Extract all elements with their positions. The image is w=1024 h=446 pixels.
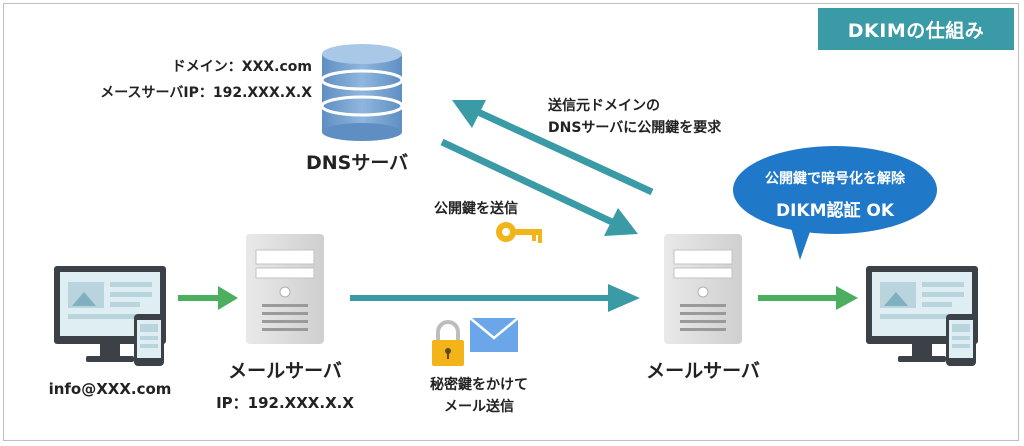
sender-email: info@XXX.com bbox=[48, 380, 172, 398]
diagram-frame bbox=[3, 3, 1019, 441]
sign-label-line2: メール送信 bbox=[444, 399, 514, 415]
request-label-line1: 送信元ドメインの bbox=[548, 98, 660, 114]
right-server-icon bbox=[664, 234, 742, 344]
database-icon bbox=[320, 44, 404, 141]
sign-label: 秘密鍵をかけて メール送信 bbox=[404, 374, 554, 418]
sender-computer-icon bbox=[54, 266, 166, 366]
public-key-arrow bbox=[440, 138, 638, 236]
dns-domain-line: ドメイン：XXX.com bbox=[171, 59, 312, 75]
dns-info: ドメイン：XXX.com メースサーバIP：192.XXX.X.X bbox=[60, 54, 312, 106]
send-key-label: 公開鍵を送信 bbox=[434, 201, 518, 217]
speech-bubble bbox=[733, 146, 937, 260]
request-label-line2: DNSサーバに公開鍵を要求 bbox=[548, 120, 722, 136]
deliver-arrow-right bbox=[758, 286, 858, 310]
mail-send-arrow bbox=[350, 284, 640, 312]
bubble-text: 公開鍵で暗号化を解除 DIKM認証 OK bbox=[740, 168, 930, 221]
bubble-line1: 公開鍵で暗号化を解除 bbox=[765, 171, 905, 187]
request-arrow bbox=[452, 100, 654, 196]
left-server-label: メールサーバ bbox=[228, 360, 342, 382]
left-server-ip: IP：192.XXX.X.X bbox=[216, 394, 354, 412]
envelope-icon bbox=[469, 317, 519, 352]
receiver-computer-icon bbox=[866, 266, 978, 366]
dns-ip-line: メースサーバIP：192.XXX.X.X bbox=[100, 85, 312, 101]
diagram-title: DKIMの仕組み bbox=[818, 8, 1014, 50]
dns-server-label: DNSサーバ bbox=[306, 152, 409, 174]
send-arrow-left bbox=[178, 286, 238, 310]
right-server-label: メールサーバ bbox=[646, 360, 760, 382]
left-server-icon bbox=[246, 234, 324, 344]
lock-icon bbox=[432, 320, 464, 366]
sign-label-line1: 秘密鍵をかけて bbox=[430, 377, 528, 393]
request-label: 送信元ドメインの DNSサーバに公開鍵を要求 bbox=[548, 95, 721, 139]
key-icon bbox=[496, 222, 542, 243]
bubble-line2: DIKM認証 OK bbox=[775, 201, 895, 221]
